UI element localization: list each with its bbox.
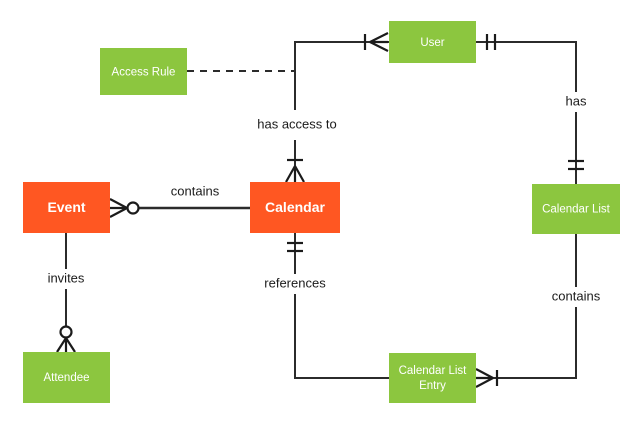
marker-user-left-crowfoot [369, 32, 389, 52]
edge-group [65, 41, 577, 379]
marker-attendee-circle [59, 325, 73, 339]
edge-references-to-entry [294, 294, 389, 379]
entity-user-box[interactable] [389, 21, 476, 63]
entity-event[interactable]: Event [23, 182, 110, 233]
rel-label-has: has [566, 93, 587, 108]
marker-event-right-circle [126, 201, 140, 215]
entity-access-rule-box[interactable] [100, 48, 187, 95]
marker-calendar-top-crowfoot [285, 165, 305, 183]
entity-calendar-list-entry-box[interactable] [389, 353, 476, 403]
entity-access-rule[interactable]: Access Rule [100, 48, 187, 95]
entity-calendar-list-entry[interactable]: Calendar List Entry [389, 353, 476, 403]
edge-user-has-calendar-list [476, 41, 577, 92]
entity-attendee[interactable]: Attendee [23, 352, 110, 403]
marker-attendee-crowfoot [56, 337, 76, 353]
entity-calendar-box[interactable] [250, 182, 340, 233]
entity-calendar-list-box[interactable] [532, 184, 620, 234]
edge-contains-to-entry [476, 307, 577, 379]
cardinality-markers [56, 32, 584, 388]
edge-user-has-access-to-calendar [294, 41, 389, 110]
entity-user[interactable]: User [389, 21, 476, 63]
rel-label-contains-event-calendar: contains [171, 183, 220, 198]
relationship-labels: has access to contains invites reference… [48, 93, 601, 303]
rel-label-references: references [264, 275, 326, 290]
entity-event-box[interactable] [23, 182, 110, 233]
entity-calendar-list[interactable]: Calendar List [532, 184, 620, 234]
rel-label-contains-list: contains [552, 288, 601, 303]
rel-label-invites: invites [48, 270, 85, 285]
entity-attendee-box[interactable] [23, 352, 110, 403]
entity-calendar[interactable]: Calendar [250, 182, 340, 233]
marker-entry-right-crowfoot [475, 368, 494, 388]
marker-event-right-crowfoot [109, 198, 128, 218]
rel-label-has-access-to: has access to [257, 116, 337, 131]
